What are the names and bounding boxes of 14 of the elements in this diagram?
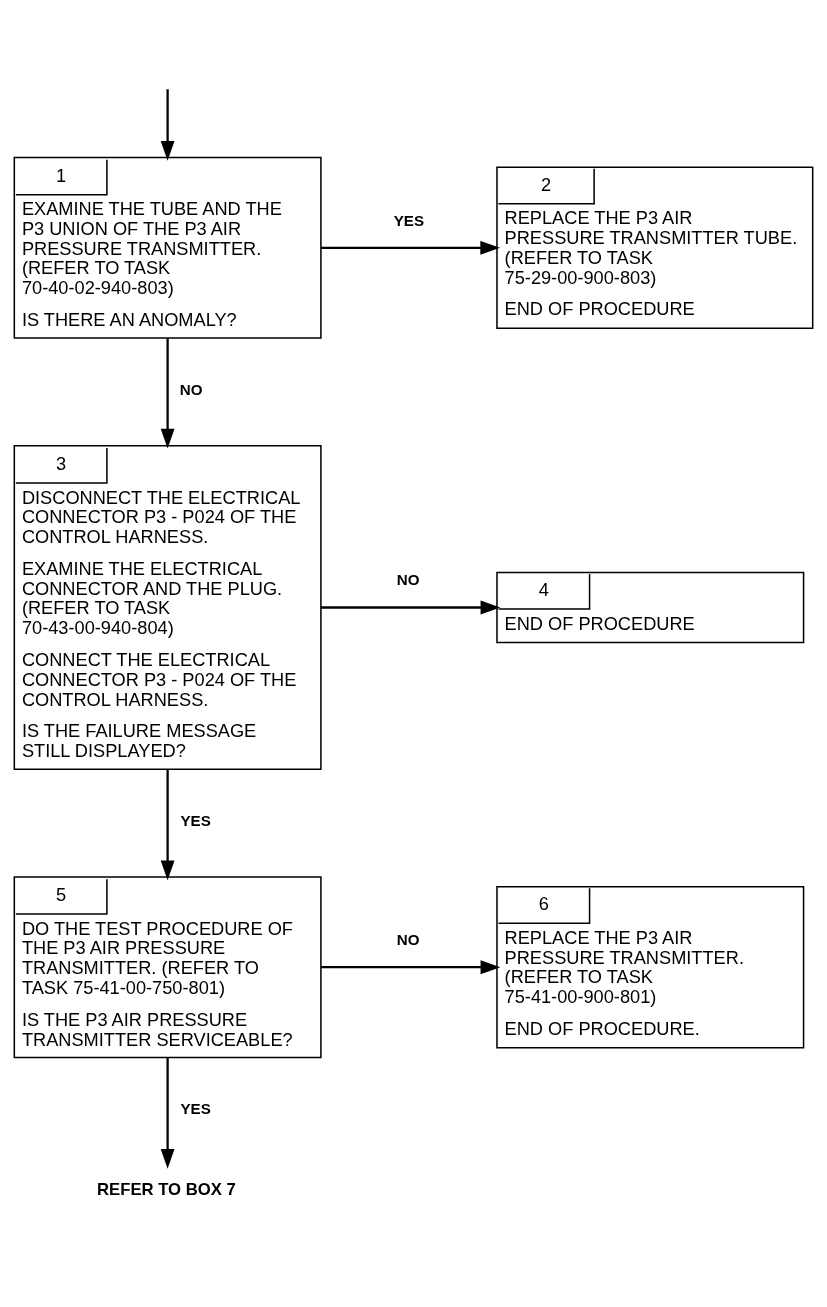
arrow [160,1057,175,1169]
edge-label: YES [180,811,211,829]
arrow [321,240,501,255]
node-text: REFER TO BOX 7 [97,1179,236,1199]
arrow [321,600,501,614]
edge-label: NO [396,930,420,948]
edge-label: YES [180,1099,211,1117]
arrow [160,337,175,449]
edge-label: NO [396,570,420,588]
arrow [160,88,175,161]
edge-label: YES [393,211,425,229]
arrow [160,769,175,880]
edge-label: NO [179,380,203,398]
arrow [321,959,501,974]
